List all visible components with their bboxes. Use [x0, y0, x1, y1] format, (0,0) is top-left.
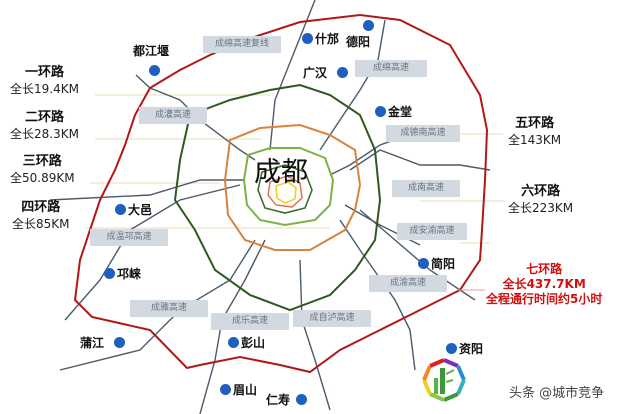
city-dot-icon — [115, 204, 126, 215]
city-dot-icon — [114, 337, 126, 348]
guide-lines — [85, 94, 505, 244]
city-deyang: 德阳 — [346, 20, 375, 50]
city-ziyang: 资阳 — [446, 340, 483, 357]
city-dot-icon — [220, 384, 231, 395]
highway-label: 成温邛高速 — [90, 229, 168, 246]
city-dot-icon — [302, 33, 313, 44]
city-shifang: 什邡 — [302, 30, 339, 47]
center-city-label: 成都 — [254, 157, 308, 188]
highway-label: 成德南高速 — [386, 125, 460, 142]
city-dot-icon — [149, 65, 160, 76]
ring5-label: 五环路 全143KM — [508, 116, 562, 147]
highway-label: 成南高速 — [392, 180, 460, 197]
ring5-line — [223, 123, 362, 251]
highway-label: 成灌高速 — [139, 107, 207, 124]
city-guanghan: 广汉 — [303, 64, 349, 81]
city-jianyang: 简阳 — [418, 255, 455, 272]
city-pujiang: 蒲江 — [80, 334, 126, 351]
ring7-line — [73, 13, 489, 374]
highway-label: 成乐高速 — [211, 313, 289, 330]
city-dot-icon — [446, 343, 457, 354]
highway-label: 成绵高速 — [355, 60, 427, 77]
ring6-label: 六环路 全长223KM — [508, 184, 574, 215]
highway-label: 成绵高速复线 — [203, 36, 281, 53]
ring1-line — [275, 181, 297, 204]
city-renshou: 仁寿 — [266, 391, 308, 408]
highway-label: 成渝高速 — [369, 275, 447, 292]
ring2-line — [267, 175, 303, 208]
ring1-label: 一环路 全长19.4KM — [10, 65, 79, 96]
ring6-line — [173, 83, 382, 312]
city-dayi: 大邑 — [115, 201, 152, 218]
city-dot-icon — [375, 106, 386, 117]
city-dot-icon — [228, 337, 239, 348]
city-jintang: 金堂 — [375, 103, 412, 120]
city-dujiangyan: 都江堰 — [133, 42, 169, 76]
highway-label: 成雅高速 — [130, 300, 208, 317]
city-dot-icon — [418, 258, 429, 269]
ring4-line — [242, 147, 335, 227]
ring3-line — [257, 164, 313, 214]
city-dot-icon — [104, 268, 115, 279]
city-dot-icon — [296, 394, 308, 405]
city-dot-icon — [363, 20, 375, 31]
ring2-label: 二环路 全长28.3KM — [10, 110, 79, 141]
highway-label: 成自泸高速 — [293, 310, 371, 327]
bamboo-logo-icon — [422, 358, 466, 402]
city-dot-icon — [337, 67, 349, 78]
watermark: 头条 @城市竞争 — [509, 386, 605, 401]
ring3-label: 三环路 全50.89KM — [10, 154, 75, 185]
ring4-label: 四环路 全长85KM — [12, 200, 70, 231]
city-qionglai: 邛崃 — [104, 265, 141, 282]
city-meishan: 眉山 — [220, 381, 257, 398]
city-pengshan: 彭山 — [228, 334, 265, 351]
highway-label: 成安渝高速 — [397, 223, 467, 240]
ring7-label: 七环路 全长437.7KM 全程通行时间约5小时 — [486, 262, 603, 306]
